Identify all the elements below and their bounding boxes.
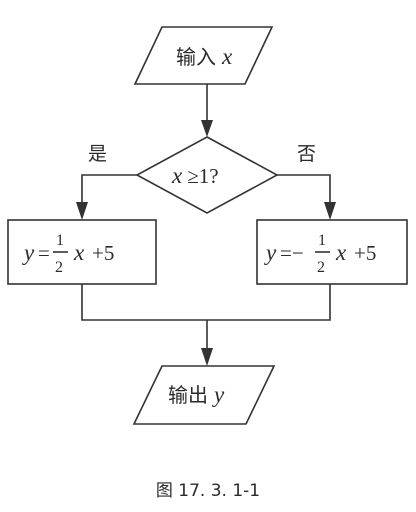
- decision-node: x ≥1?: [135, 136, 279, 214]
- right-fraction-denominator: 2: [317, 259, 325, 276]
- left-merge-line: [81, 284, 207, 321]
- right-x: x: [335, 240, 347, 265]
- no-branch-line: [277, 174, 331, 204]
- decision-condition: ≥1?: [187, 164, 218, 188]
- figure-caption: 图 17. 3. 1-1: [156, 481, 260, 501]
- right-equals: =−: [280, 241, 304, 265]
- left-fraction-numerator: 1: [56, 232, 64, 249]
- right-fraction-numerator: 1: [318, 232, 326, 249]
- left-process-box: [7, 219, 157, 285]
- svg-text:输入 x: 输入 x: [176, 44, 233, 69]
- input-label: 输入: [176, 45, 216, 69]
- input-shape: [133, 26, 274, 85]
- left-tail: +5: [92, 241, 114, 265]
- arrowhead-left-box: [76, 202, 88, 220]
- decision-variable: x: [171, 163, 183, 188]
- right-tail: +5: [354, 241, 376, 265]
- left-y: y: [22, 240, 35, 265]
- branch-yes-label: 是: [88, 143, 107, 165]
- yes-branch-line: [81, 174, 137, 204]
- output-node: 输出 y: [132, 365, 276, 425]
- arrowhead-right-box: [324, 202, 336, 220]
- right-process-box: [256, 219, 408, 285]
- output-variable: y: [212, 382, 225, 407]
- left-fraction-denominator: 2: [55, 259, 63, 276]
- svg-text:输出 y: 输出 y: [168, 382, 225, 407]
- arrowhead-decision: [201, 120, 213, 137]
- decision-shape: [135, 136, 279, 214]
- right-y: y: [264, 240, 277, 265]
- right-process-node: y =− 1 2 x +5: [256, 219, 408, 285]
- output-label: 输出: [168, 383, 208, 407]
- left-x: x: [73, 240, 85, 265]
- branch-no-label: 否: [297, 143, 316, 165]
- arrowhead-output: [201, 348, 213, 366]
- output-shape: [132, 365, 276, 425]
- left-equals: =: [38, 241, 50, 265]
- left-process-node: y = 1 2 x +5: [7, 219, 157, 285]
- svg-text:x ≥1?: x ≥1?: [171, 163, 219, 188]
- right-merge-line: [207, 284, 331, 321]
- input-variable: x: [221, 44, 233, 69]
- input-node: 输入 x: [133, 26, 274, 85]
